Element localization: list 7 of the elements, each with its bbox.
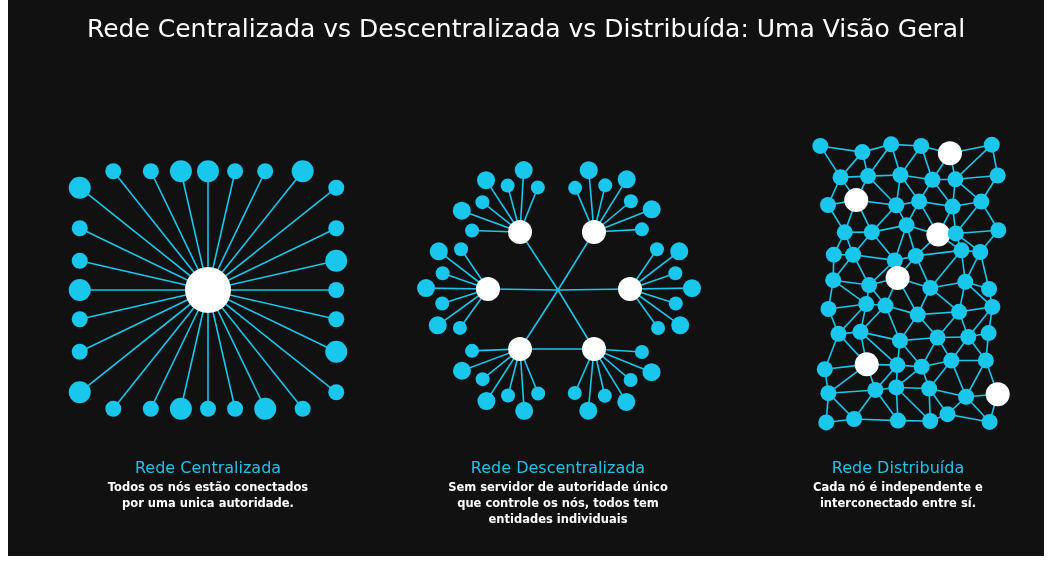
network-description: Cada nó é independente e interconectado entre sí. bbox=[812, 479, 984, 511]
network-heading: Rede Descentralizada bbox=[470, 458, 646, 477]
title: Rede Centralizada vs Descentralizada vs Distribuída: Uma Visão Geral bbox=[85, 14, 967, 43]
network-description: Todos os nós estão conectados por uma unica autoridade. bbox=[106, 479, 310, 511]
network-heading: Rede Centralizada bbox=[134, 458, 282, 477]
network-description: Sem servidor de autoridade único que controle os nós, todos tem entidades individuais bbox=[448, 479, 668, 527]
network-heading: Rede Distribuída bbox=[831, 458, 965, 477]
